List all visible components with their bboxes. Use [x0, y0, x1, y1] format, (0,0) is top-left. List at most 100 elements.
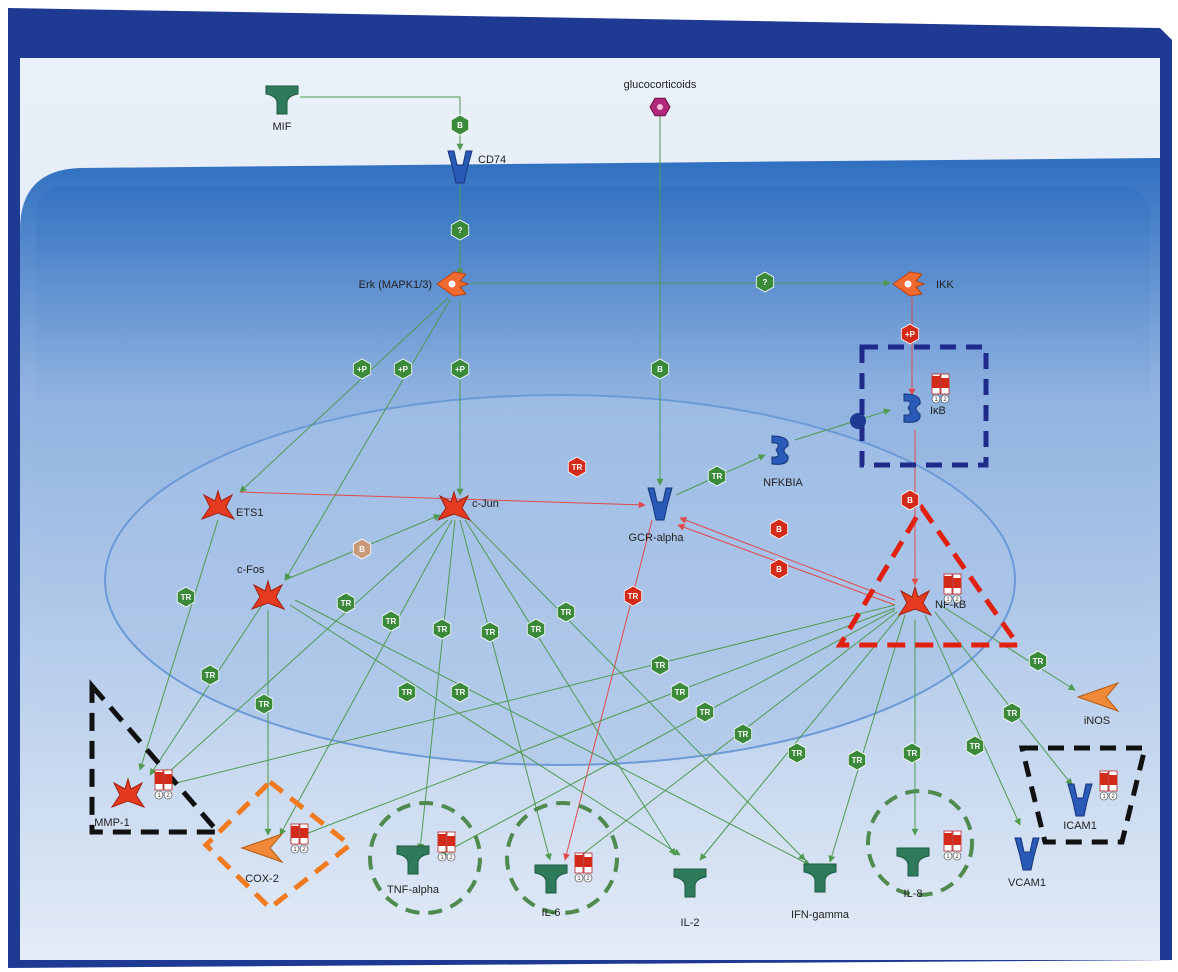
edge-cfos-to-mmp1 — [149, 604, 263, 776]
badge-binding: B — [900, 489, 920, 511]
svg-text:B: B — [907, 496, 913, 505]
nfkbia-node[interactable]: NFKBIA — [763, 435, 804, 489]
svg-text:TR: TR — [675, 688, 686, 697]
svg-text:TR: TR — [907, 749, 918, 758]
badge-transcription: TR — [397, 681, 417, 703]
receptor-icon — [447, 150, 473, 184]
edge-nfkb-to-mmp1 — [159, 604, 896, 789]
svg-text:1: 1 — [946, 854, 950, 860]
svg-text:TR: TR — [455, 688, 466, 697]
badge-binding: B — [450, 114, 470, 136]
badge-transcription: TR — [176, 586, 196, 608]
glucocorticoids-node[interactable]: glucocorticoids — [624, 79, 697, 117]
icam1-label: ICAM1 — [1063, 820, 1097, 832]
svg-text:TR: TR — [1007, 709, 1018, 718]
cd74-node[interactable]: CD74 — [447, 150, 506, 184]
svg-text:+P: +P — [455, 365, 466, 374]
badge-transcription: TR — [336, 592, 356, 614]
ifng-label: IFN-gamma — [791, 909, 850, 921]
svg-text:1: 1 — [440, 855, 444, 861]
ikk-label: IKK — [936, 279, 954, 291]
badge-transcription: TR — [650, 654, 670, 676]
cd74-label: CD74 — [478, 154, 506, 166]
ligand-icon — [673, 868, 707, 898]
enzyme-icon — [1076, 681, 1120, 713]
transcription-factor-icon — [200, 489, 236, 521]
il8-label: IL-8 — [904, 888, 923, 900]
edge-cjun-to-cox2 — [279, 519, 453, 836]
ikb-node[interactable]: IκB — [903, 393, 946, 423]
vcam1-node[interactable]: VCAM1 — [1008, 837, 1046, 889]
il6-highlight-circle — [505, 801, 619, 915]
svg-text:TR: TR — [259, 700, 270, 709]
cox2-node[interactable]: COX-2 — [240, 832, 284, 885]
mif-node[interactable]: MIF — [265, 85, 299, 133]
ifng-node[interactable]: IFN-gamma — [791, 863, 850, 921]
erk-node[interactable]: Erk (MAPK1/3) — [359, 271, 470, 297]
badge-transcription: TR — [432, 618, 452, 640]
inos-node[interactable]: iNOS — [1076, 681, 1120, 727]
badge-phospho: +P — [450, 358, 470, 380]
svg-text:TR: TR — [792, 749, 803, 758]
badge-transcription: TR — [707, 465, 727, 487]
il6-node[interactable]: IL-6 — [534, 864, 568, 919]
svg-text:+P: +P — [398, 365, 409, 374]
il6-label: IL-6 — [542, 907, 561, 919]
svg-text:B: B — [359, 545, 365, 554]
svg-text:2: 2 — [1111, 794, 1115, 800]
badge-transcription: TR — [1028, 650, 1048, 672]
ikk-node[interactable]: IKK — [892, 271, 954, 297]
badge-transcription: TR — [450, 681, 470, 703]
ets1-node[interactable]: ETS1 — [200, 489, 264, 521]
svg-text:TR: TR — [738, 730, 749, 739]
mif-label: MIF — [273, 121, 292, 133]
svg-text:TR: TR — [402, 688, 413, 697]
svg-text:1: 1 — [1102, 794, 1106, 800]
nucleus — [104, 394, 1016, 766]
cfos-node[interactable]: c-Fos — [237, 564, 286, 611]
badge-unknown: ? — [450, 219, 470, 241]
mmp1-node[interactable]: MMP-1 — [94, 777, 146, 829]
svg-text:1: 1 — [934, 397, 938, 403]
badge-transcription: TR — [480, 621, 500, 643]
il8-node[interactable]: IL-8 — [896, 847, 930, 900]
edge-nfkb-to-ifng — [828, 614, 906, 863]
badge-unknown: ? — [755, 271, 775, 293]
svg-text:TR: TR — [712, 472, 723, 481]
badge-transcription: TR — [1002, 702, 1022, 724]
transcription-factor-icon — [897, 585, 933, 617]
receptor-icon — [1014, 837, 1040, 871]
svg-text:B: B — [657, 365, 663, 374]
svg-text:1: 1 — [946, 597, 950, 603]
cjun-node[interactable]: c-Jun — [436, 490, 499, 522]
badge-transcription: TR — [787, 742, 807, 764]
ligand-icon — [896, 847, 930, 877]
svg-text:+P: +P — [905, 330, 916, 339]
glucocorticoids-label: glucocorticoids — [624, 79, 697, 91]
cox2-label: COX-2 — [245, 873, 279, 885]
badge-binding: B — [650, 358, 670, 380]
badge-transcription: TR — [381, 610, 401, 632]
edge-erk-to-cfos — [284, 299, 451, 581]
receptor-icon — [647, 487, 673, 521]
edge-nfkb-to-vcam1 — [924, 614, 1021, 826]
inos-label: iNOS — [1084, 715, 1110, 727]
svg-text:TR: TR — [386, 617, 397, 626]
il2-node[interactable]: IL-2 — [673, 868, 707, 929]
svg-text:?: ? — [763, 278, 768, 287]
inhibitor-icon — [903, 393, 921, 423]
gcr-node[interactable]: GCR-alpha — [628, 487, 684, 544]
tnf-node[interactable]: TNF-alpha — [387, 845, 440, 896]
svg-text:TR: TR — [1033, 657, 1044, 666]
svg-text:TR: TR — [181, 593, 192, 602]
svg-text:?: ? — [458, 226, 463, 235]
ikb-label: IκB — [930, 405, 946, 417]
svg-text:B: B — [776, 525, 782, 534]
svg-text:2: 2 — [955, 597, 959, 603]
icam1-node[interactable]: ICAM1 — [1063, 783, 1097, 832]
il2-label: IL-2 — [681, 917, 700, 929]
edge-nfkbia-to-ikb — [794, 408, 891, 441]
